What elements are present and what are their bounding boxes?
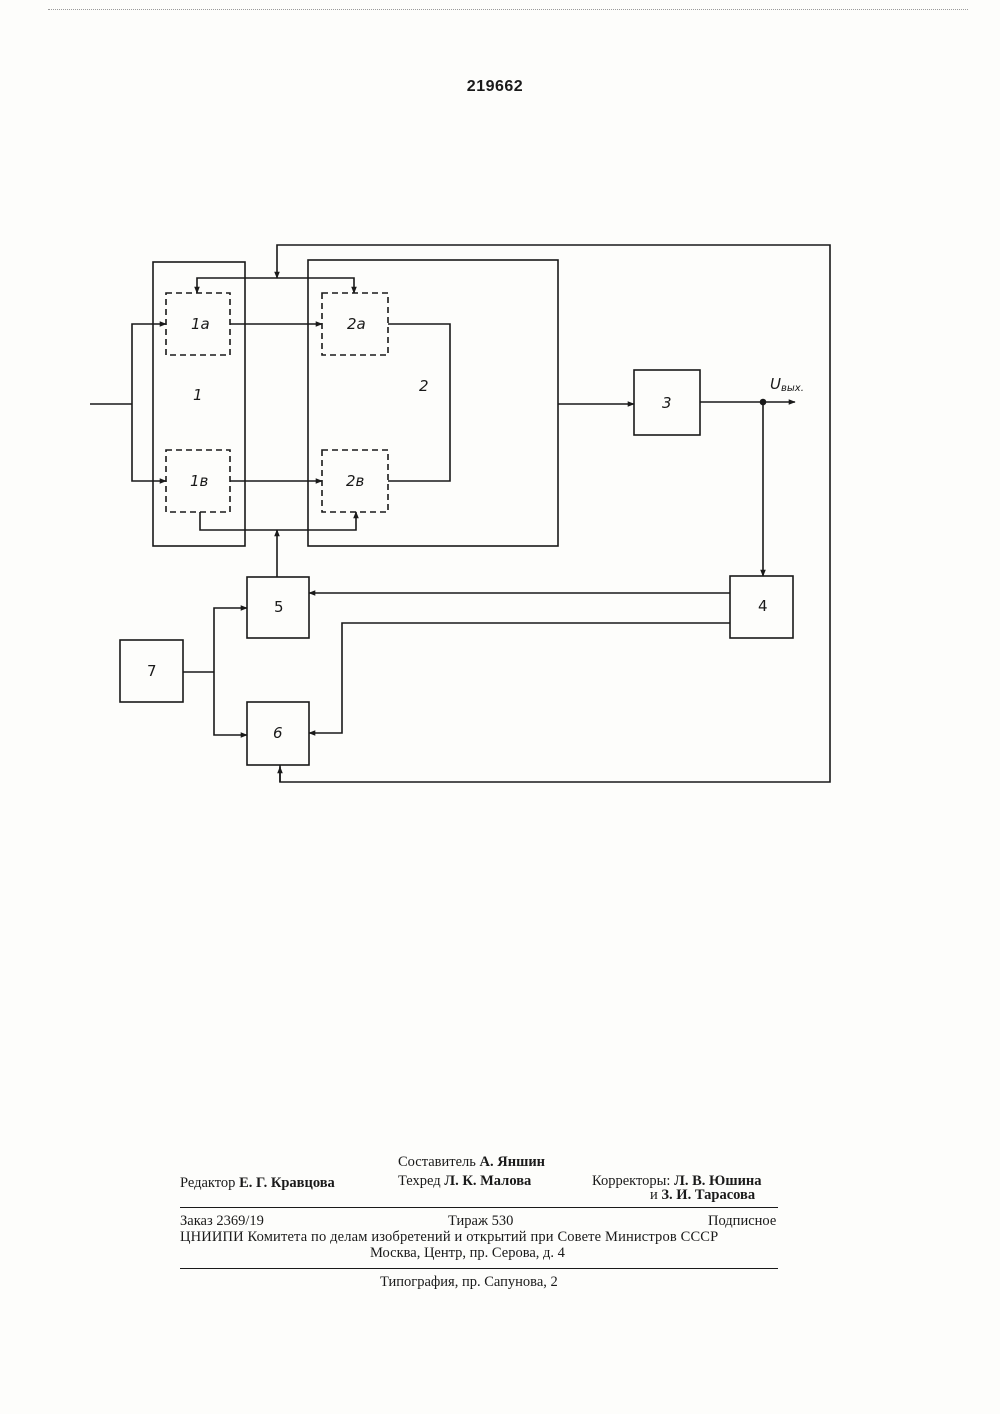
input-to-1a: [132, 324, 166, 404]
editor-name: Е. Г. Кравцова: [239, 1175, 335, 1191]
output-label-sub: вых.: [781, 383, 804, 394]
tech-name: Л. К. Малова: [444, 1173, 531, 1189]
link-2a-2v: [388, 324, 450, 481]
printer: Типография, пр. Сапунова, 2: [380, 1273, 558, 1291]
label-2a: 2а: [347, 315, 366, 333]
label-1v: 1в: [190, 472, 209, 490]
label-1: 1: [193, 386, 203, 404]
colophon-rule-1: [180, 1207, 778, 1208]
ctrl-top-1a: [197, 278, 277, 293]
label-2: 2: [419, 377, 429, 395]
tech-role: Техред: [398, 1173, 441, 1189]
ctrl-bottom: [200, 512, 356, 530]
corrector-and: и: [650, 1187, 658, 1203]
ctrl-top-2a: [277, 278, 354, 293]
compiler-role: Составитель: [398, 1154, 476, 1170]
input-to-1v: [132, 404, 166, 481]
label-6: 6: [273, 724, 283, 742]
label-4: 4: [758, 597, 768, 615]
link-7-6: [214, 672, 247, 735]
corrector-2-line: и З. И. Тарасова: [650, 1186, 755, 1204]
label-3: 3: [662, 394, 672, 412]
label-5: 5: [274, 598, 284, 616]
compiler-line: Составитель А. Яншин: [398, 1153, 545, 1171]
link-7-5: [214, 608, 247, 672]
editor-role: Редактор: [180, 1175, 235, 1191]
junction-dot: [761, 400, 766, 405]
link-4-6: [309, 623, 730, 733]
label-1a: 1а: [191, 315, 210, 333]
compiler-name: А. Яншин: [480, 1154, 546, 1170]
address: Москва, Центр, пр. Серова, д. 4: [370, 1244, 565, 1262]
output-label: Uвых.: [770, 375, 804, 394]
block-2-frame: [308, 260, 558, 546]
colophon-rule-2: [180, 1268, 778, 1269]
label-2v: 2в: [346, 472, 365, 490]
label-7: 7: [147, 662, 157, 680]
editor-line: Редактор Е. Г. Кравцова: [180, 1174, 335, 1192]
corrector-2: З. И. Тарасова: [661, 1187, 755, 1203]
output-label-u: U: [770, 375, 781, 393]
tech-line: Техред Л. К. Малова: [398, 1172, 531, 1190]
